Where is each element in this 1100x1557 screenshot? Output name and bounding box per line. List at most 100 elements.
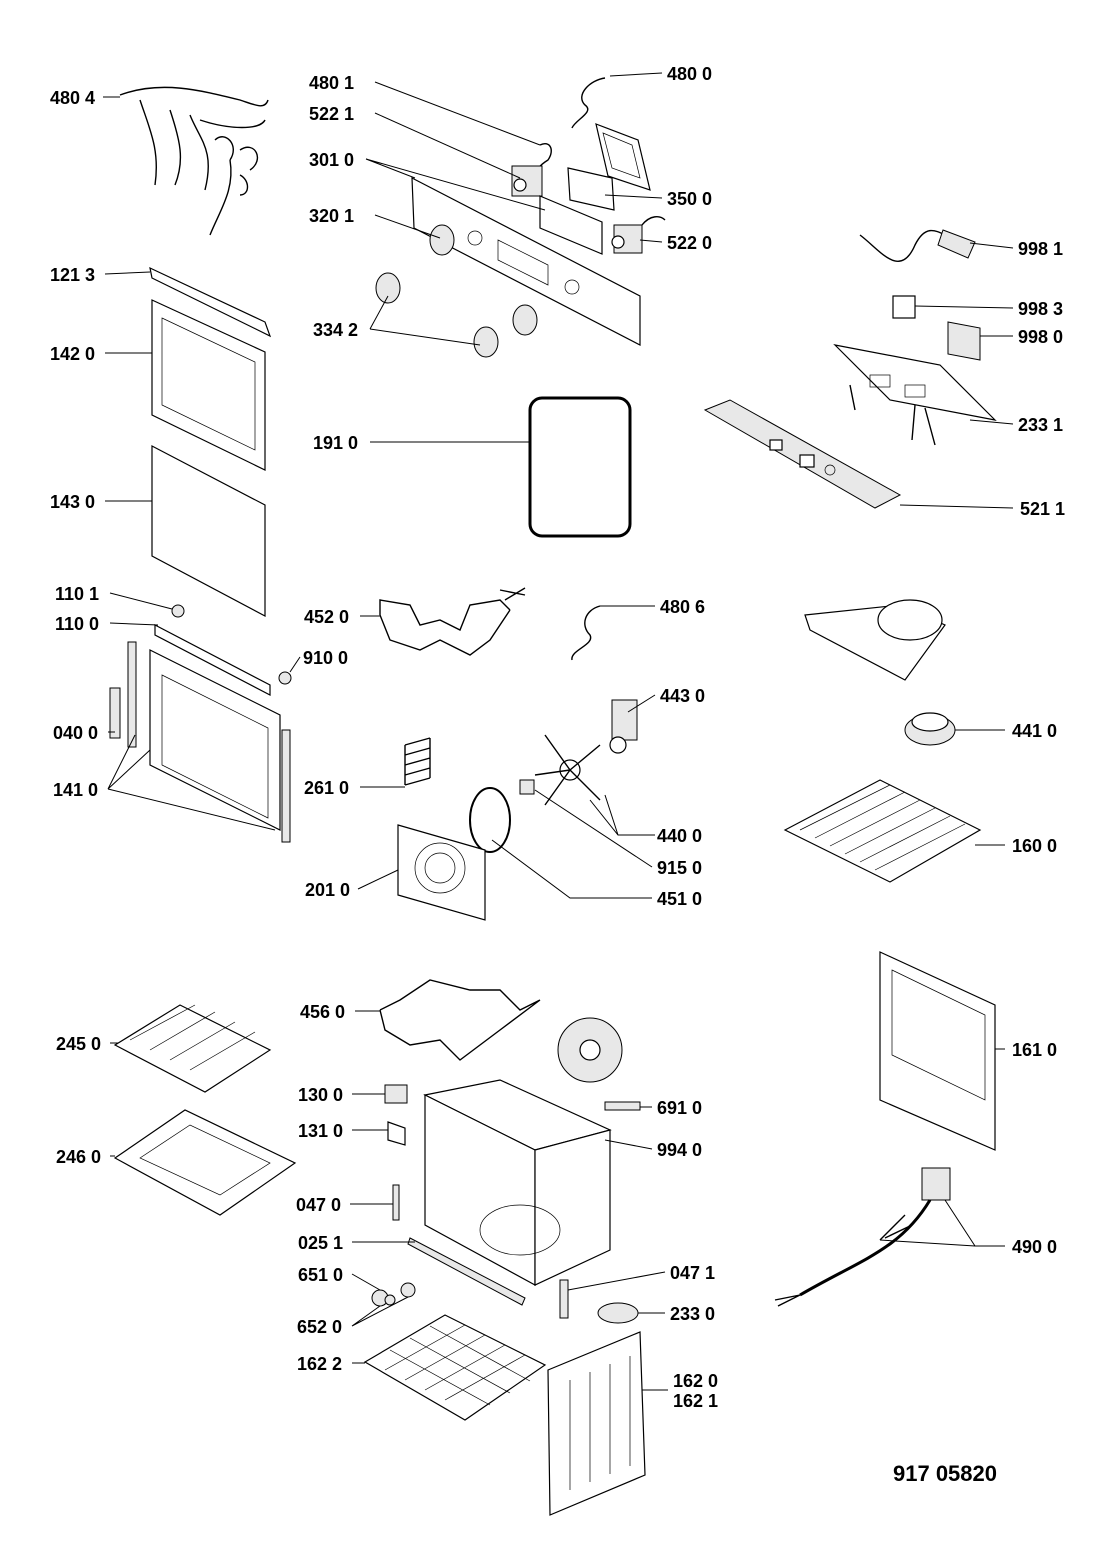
- part-label: 191 0: [313, 433, 358, 453]
- part-label: 522 0: [667, 233, 712, 253]
- part-label: 522 1: [309, 104, 354, 124]
- leader-lines: [103, 72, 1014, 1391]
- part-label: 233 0: [670, 1304, 715, 1324]
- part-label: 245 0: [56, 1034, 101, 1054]
- fan-blade-part: [534, 734, 601, 806]
- part-label: 040 0: [53, 723, 98, 743]
- part-label: 998 0: [1018, 327, 1063, 347]
- part-label: 998 3: [1018, 299, 1063, 319]
- part-label: 915 0: [657, 858, 702, 878]
- grill-element-part: [379, 587, 526, 656]
- part-label: 651 0: [298, 1265, 343, 1285]
- module-998-0-part: [947, 321, 981, 361]
- part-label: 246 0: [56, 1147, 101, 1167]
- bracket-233-0-part: [597, 1302, 639, 1324]
- outer-door-glass-part: [151, 299, 266, 471]
- fan-nut-part: [519, 779, 535, 795]
- part-label: 443 0: [660, 686, 705, 706]
- part-label: 160 0: [1012, 836, 1057, 856]
- part-label: 994 0: [657, 1140, 702, 1160]
- bottom-rack-part: [363, 1314, 547, 1421]
- part-label: 480 1: [309, 73, 354, 93]
- part-label: 261 0: [304, 778, 349, 798]
- part-label: 480 6: [660, 597, 705, 617]
- switch-522-0-part: [611, 216, 666, 254]
- part-label: 047 1: [670, 1263, 715, 1283]
- baking-tray-part: [113, 1109, 297, 1216]
- part-label: 025 1: [298, 1233, 343, 1253]
- part-label: 301 0: [309, 150, 354, 170]
- rear-fan-plate-part: [557, 1017, 623, 1083]
- part-label: 143 0: [50, 492, 95, 512]
- part-label: 521 1: [1020, 499, 1065, 519]
- part-label: 131 0: [298, 1121, 343, 1141]
- part-label: 130 0: [298, 1085, 343, 1105]
- part-label: 162 1: [673, 1391, 718, 1411]
- part-label: 233 1: [1018, 415, 1063, 435]
- wire-480-6-part: [571, 605, 601, 661]
- fan-element-ring-part: [469, 787, 511, 853]
- part-label: 162 0: [673, 1371, 718, 1391]
- switch-522-1-part: [511, 165, 543, 197]
- part-label: 691 0: [657, 1098, 702, 1118]
- door-lock-part: [384, 1084, 408, 1104]
- rack-supports-part: [404, 737, 431, 786]
- part-label: 142 0: [50, 344, 95, 364]
- door-frame-part: [109, 641, 291, 843]
- door-profile-part: [154, 624, 271, 696]
- part-label: 201 0: [305, 880, 350, 900]
- door-gasket-part: [528, 396, 632, 538]
- part-label: 456 0: [300, 1002, 345, 1022]
- fan-cover-part: [397, 824, 486, 921]
- rear-panel-part: [879, 951, 996, 1151]
- cooling-fan-housing-part: [804, 599, 946, 681]
- part-label: 162 2: [297, 1354, 342, 1374]
- part-label: 480 0: [667, 64, 712, 84]
- part-label: 161 0: [1012, 1040, 1057, 1060]
- control-panel-part: [411, 176, 641, 346]
- board-bracket-part: [833, 344, 997, 446]
- inner-glass-part: [151, 445, 266, 617]
- part-label: 910 0: [303, 648, 348, 668]
- part-label: 441 0: [1012, 721, 1057, 741]
- lamp-parts: [371, 1282, 416, 1307]
- element-456-part: [379, 979, 541, 1061]
- part-label: 110 0: [55, 614, 99, 634]
- part-label: 452 0: [304, 607, 349, 627]
- part-label: 490 0: [1012, 1237, 1057, 1257]
- part-label: 480 4: [50, 88, 95, 108]
- cooling-fan-part: [904, 712, 956, 746]
- part-label: 652 0: [297, 1317, 342, 1337]
- door-top-trim-part: [149, 266, 272, 338]
- display-module-part: [567, 167, 615, 211]
- part-label: 047 0: [296, 1195, 341, 1215]
- catalog-number: 917 05820: [893, 1461, 997, 1486]
- part-label: 440 0: [657, 826, 702, 846]
- part-label: 451 0: [657, 889, 702, 909]
- part-label: 350 0: [667, 189, 712, 209]
- fan-motor-part: [609, 699, 638, 754]
- part-label: 334 2: [313, 320, 358, 340]
- sensor-047-1-part: [559, 1279, 569, 1319]
- bracket-part: [595, 123, 651, 191]
- side-panel-part: [547, 1331, 646, 1516]
- control-cable-part: [859, 229, 976, 262]
- oven-cavity-part: [423, 1079, 612, 1287]
- part-labels: 480 4 480 1 522 1 301 0 320 1 334 2 480 …: [50, 64, 1065, 1486]
- part-label: 121 3: [50, 265, 95, 285]
- wire-rack-part: [113, 1004, 272, 1093]
- part-label: 998 1: [1018, 239, 1063, 259]
- label-998-3-part: [892, 295, 916, 319]
- part-label: 141 0: [53, 780, 98, 800]
- knob-part: [375, 224, 538, 358]
- lamp-holder-part: [604, 1101, 641, 1111]
- hinge-bush-part: [171, 604, 292, 685]
- part-label: 110 1: [55, 584, 99, 604]
- side-rack-160-part: [783, 779, 982, 883]
- wire-480-0-part: [571, 77, 606, 129]
- control-board-part: [703, 399, 902, 509]
- power-cable-part: [774, 1167, 951, 1307]
- part-label: 320 1: [309, 206, 354, 226]
- wiring-harness-part: [119, 86, 269, 236]
